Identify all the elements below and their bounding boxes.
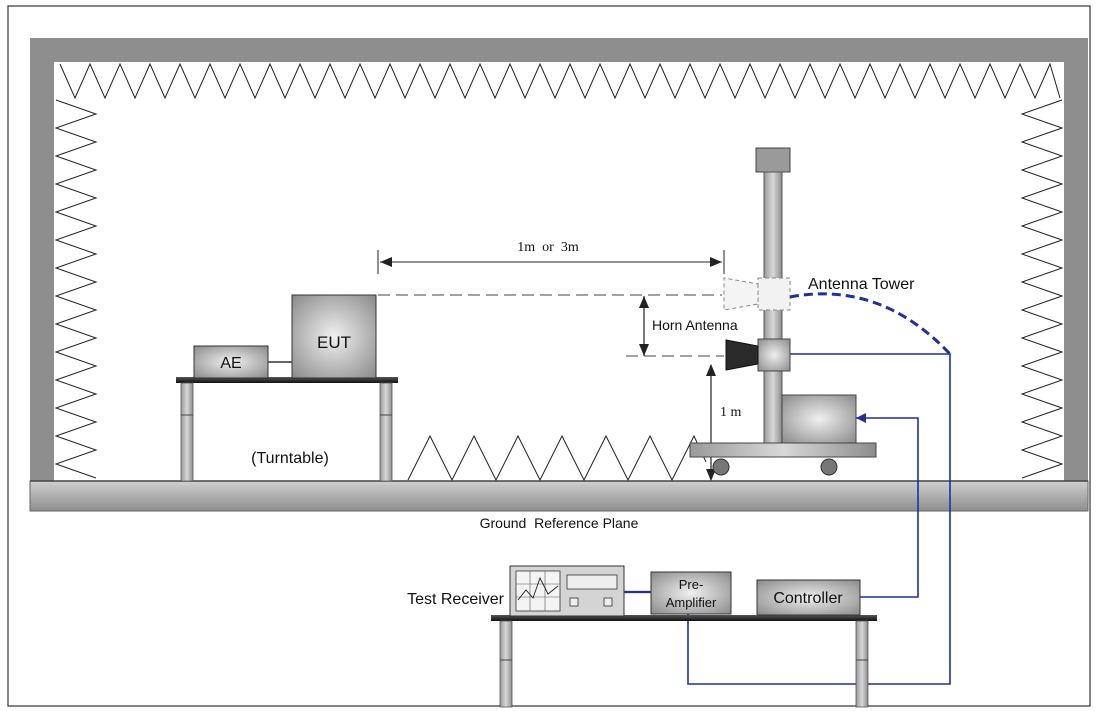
receiver-button-icon-2: [603, 597, 613, 607]
ae-box: AE: [193, 345, 269, 379]
horn-antenna-icon: [725, 339, 759, 371]
cable-antenna-to-preamp: [687, 353, 951, 685]
height-scan-range: Horn Antenna: [639, 296, 738, 356]
scan-arrowhead-down: [639, 344, 649, 356]
screen-trace: [517, 576, 559, 601]
height-arrowhead-up: [706, 364, 716, 376]
distance-label: 1m or 3m: [517, 240, 579, 255]
chamber-left-wall: [30, 38, 54, 482]
right-wall-absorbers: [1020, 99, 1064, 479]
tower-motor-box: [781, 394, 857, 444]
pre-amplifier-label-2: Amplifier: [666, 595, 717, 610]
height-dimension: 1 m: [706, 364, 742, 481]
ground-floor: [29, 480, 1089, 512]
receiver-screen-icon: [515, 570, 561, 612]
height-label: 1 m: [720, 405, 742, 420]
left-wall-absorbers: [54, 99, 98, 479]
height-arrowhead-down: [706, 469, 716, 481]
eut-box: EUT: [291, 294, 377, 379]
test-receiver: [509, 565, 625, 617]
pre-amplifier-label-1: Pre-: [679, 577, 704, 592]
tower-base: [689, 442, 877, 458]
floor-absorbers: [407, 434, 707, 482]
chamber-ceiling: [30, 38, 1088, 62]
cable-upper-dashed: [789, 292, 952, 356]
controller-label: Controller: [773, 590, 843, 607]
turntable-label: (Turntable): [251, 450, 329, 467]
distance-arrowhead-right: [710, 257, 722, 267]
receiver-display-icon: [566, 574, 618, 590]
anechoic-chamber: [29, 38, 1089, 512]
receiver-table-top: [491, 615, 877, 621]
table-leg-right: [379, 382, 393, 482]
eut-label: EUT: [317, 333, 351, 352]
table-leg-left: [180, 382, 194, 482]
tower-cap: [755, 147, 791, 173]
ceiling-absorbers: [59, 62, 1061, 100]
horn-antenna-upper-icon: [723, 277, 759, 311]
cable-arrowhead: [856, 413, 866, 423]
pre-amplifier: Pre- Amplifier: [650, 571, 732, 615]
antenna-carriage-upper: [757, 277, 791, 311]
ae-label: AE: [220, 355, 241, 372]
receiver-table-leg-left: [499, 620, 513, 708]
distance-arrowhead-left: [380, 257, 392, 267]
receiver-table: [491, 615, 877, 708]
tower-wheel-right: [820, 458, 838, 476]
antenna-tower-label: Antenna Tower: [808, 276, 915, 293]
turntable-table: [176, 377, 398, 482]
receiver-button-icon: [569, 597, 579, 607]
cables: [624, 292, 952, 685]
scan-arrowhead-up: [639, 296, 649, 308]
horn-antenna-label: Horn Antenna: [652, 317, 738, 333]
antenna-carriage-lower: [757, 338, 791, 372]
antenna-tower: Antenna Tower: [689, 147, 915, 476]
tower-wheel-left: [712, 458, 730, 476]
ground-plane-label: Ground Reference Plane: [480, 515, 639, 531]
chamber-right-wall: [1064, 38, 1088, 482]
distance-dimension: 1m or 3m: [377, 240, 725, 274]
controller: Controller: [756, 579, 861, 616]
receiver-table-leg-right: [855, 620, 869, 708]
table-top: [176, 377, 398, 383]
cable-controller-to-tower: [856, 417, 919, 598]
test-receiver-label: Test Receiver: [407, 591, 505, 608]
